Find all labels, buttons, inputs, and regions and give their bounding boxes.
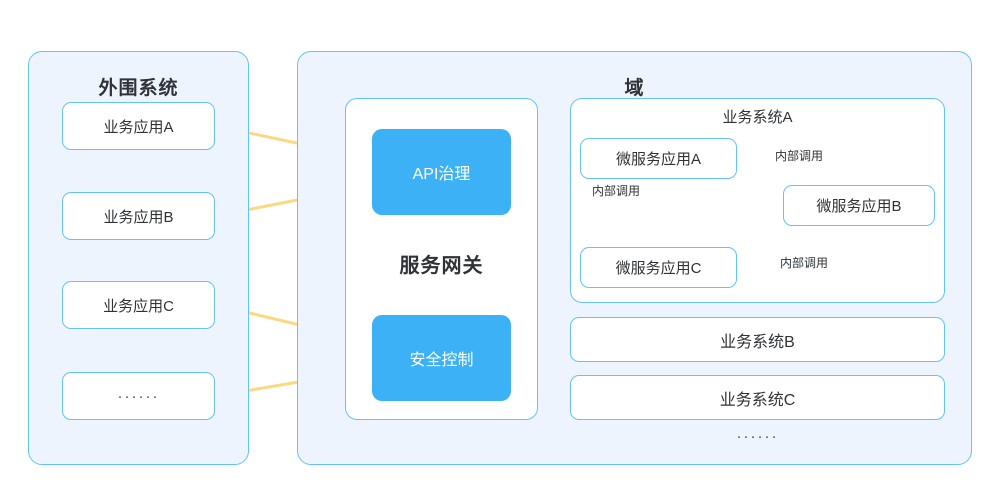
microservice-app-a-card[interactable]: 微服务应用A [580,138,737,179]
edge-label-c-to-b: 内部调用 [780,256,829,270]
security-control-module[interactable]: 安全控制 [372,315,511,401]
business-app-b-label: 业务应用B [103,208,174,226]
microservice-app-c-label: 微服务应用C [615,260,702,277]
edge-label-a-to-b: 内部调用 [775,149,824,163]
service-gateway-label: 服务网关 [399,255,484,277]
microservice-app-b-card[interactable]: 微服务应用B [783,185,935,226]
business-system-c-card[interactable]: 业务系统C [570,375,945,420]
security-control-label: 安全控制 [409,352,474,369]
peripheral-systems-title: 外围系统 [98,78,179,99]
api-governance-module[interactable]: API治理 [372,129,511,215]
business-app-a-label: 业务应用A [103,118,174,136]
business-app-more-card[interactable]: ······ [62,372,215,420]
edge-label-a-to-c: 内部调用 [592,184,641,198]
business-app-c-card[interactable]: 业务应用C [62,281,215,329]
business-system-a-title: 业务系统A [722,109,793,126]
microservice-app-b-label: 微服务应用B [816,198,902,215]
business-system-b-label: 业务系统B [720,333,795,351]
business-app-a-card[interactable]: 业务应用A [62,102,215,150]
business-system-c-label: 业务系统C [719,391,796,409]
business-system-b-card[interactable]: 业务系统B [570,317,945,362]
domain-title: 域 [624,78,645,99]
business-app-b-card[interactable]: 业务应用B [62,192,215,240]
domain-more-ellipsis: ······ [736,428,779,445]
microservice-app-a-label: 微服务应用A [615,151,701,168]
business-app-more-label: ······ [117,387,160,405]
business-app-c-label: 业务应用C [103,297,174,315]
api-governance-label: API治理 [412,166,471,183]
microservice-app-c-card[interactable]: 微服务应用C [580,247,737,288]
